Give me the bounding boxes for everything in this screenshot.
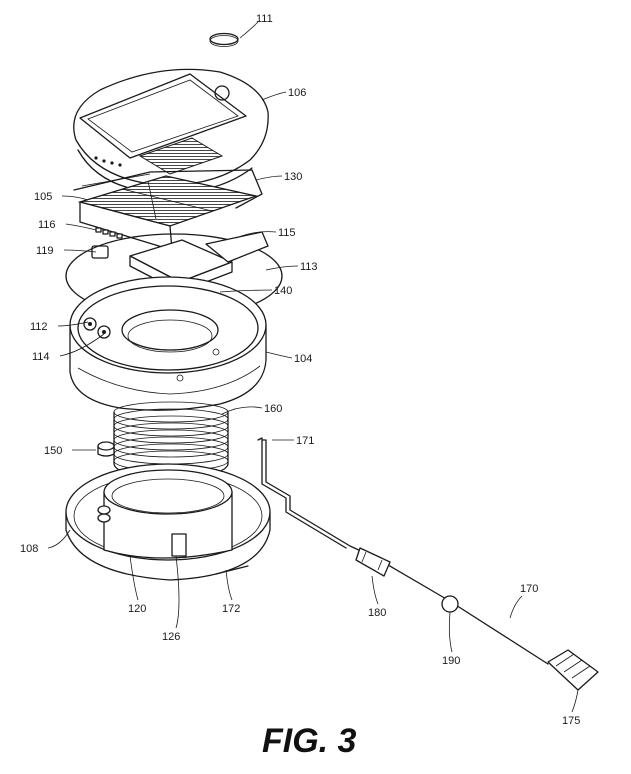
label-150: 150 xyxy=(44,445,62,457)
label-114: 114 xyxy=(32,351,50,363)
led-contacts-116 xyxy=(95,227,123,239)
label-108: 108 xyxy=(20,543,38,555)
label-190: 190 xyxy=(442,655,460,667)
leader-lines xyxy=(47,21,579,713)
label-111: 111 xyxy=(256,13,273,25)
label-175: 175 xyxy=(562,715,580,727)
base-108 xyxy=(65,463,271,581)
label-171: 171 xyxy=(296,435,314,447)
label-104: 104 xyxy=(294,353,312,365)
label-170: 170 xyxy=(520,583,538,595)
label-115: 115 xyxy=(278,227,296,239)
label-180: 180 xyxy=(368,607,386,619)
housing-104 xyxy=(69,276,267,411)
label-113: 113 xyxy=(300,261,318,273)
label-116: 116 xyxy=(38,219,56,231)
reference-labels: 111 106 130 105 116 115 119 113 140 112 … xyxy=(20,13,580,727)
label-126: 126 xyxy=(162,631,180,643)
label-112: 112 xyxy=(30,321,48,333)
threaded-collar-160 xyxy=(113,401,229,479)
label-119: 119 xyxy=(36,245,54,257)
top-cover-106 xyxy=(73,68,269,194)
cable-170 xyxy=(257,437,599,691)
label-160: 160 xyxy=(264,403,282,415)
figure-title: FIG. 3 xyxy=(262,722,357,760)
label-130: 130 xyxy=(284,171,302,183)
frame-130 xyxy=(73,169,263,209)
magnet-150 xyxy=(97,441,115,457)
label-120: 120 xyxy=(128,603,146,615)
label-172: 172 xyxy=(222,603,240,615)
label-140: 140 xyxy=(274,285,292,297)
label-106: 106 xyxy=(288,87,306,99)
button-disc-111 xyxy=(209,32,239,47)
indicator-dots xyxy=(94,156,122,167)
label-105: 105 xyxy=(34,191,52,203)
